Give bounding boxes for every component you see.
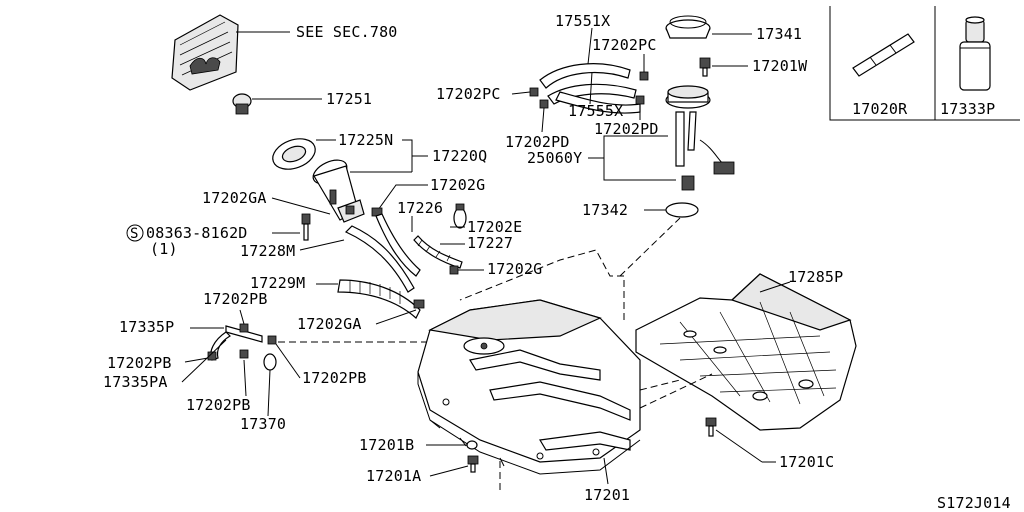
bolt-17201C-icon	[705, 417, 717, 437]
gasket-17342-icon	[665, 202, 699, 218]
filler-neck-icon	[272, 138, 365, 223]
label-17225N: 17225N	[338, 131, 393, 149]
inset-label-17020R: 17020R	[852, 100, 908, 118]
label-17202PD-a: 17202PD	[505, 133, 570, 151]
label-08363-8162D: 08363-8162D	[146, 224, 248, 242]
vapor-hose-17551X-icon	[539, 63, 637, 105]
fuel-tank-17201-icon	[417, 299, 641, 475]
label-08363-qty: (1)	[150, 240, 178, 258]
hose-17229M-icon	[337, 279, 421, 319]
label-17201: 17201	[584, 486, 630, 504]
grommet-17251-icon	[232, 93, 252, 115]
label-17202PC-a: 17202PC	[592, 36, 657, 54]
label-17202G-mid: 17202G	[487, 260, 542, 278]
label-17202GA-top: 17202GA	[202, 189, 267, 207]
label-17202PB-b: 17202PB	[107, 354, 172, 372]
s-mark-icon	[126, 224, 144, 242]
skid-plate-17285P-icon	[635, 273, 857, 431]
label-17202PB-c: 17202PB	[186, 396, 251, 414]
hose-17227-icon	[413, 235, 463, 269]
fuel-pump-25060Y-icon	[665, 85, 735, 191]
clamp-17202E-icon	[453, 203, 467, 229]
cover-plate-icon	[171, 14, 239, 91]
label-17227: 17227	[467, 234, 513, 252]
label-17202PD-b: 17202PD	[594, 120, 659, 138]
bolt-08363-icon	[301, 213, 311, 241]
label-25060Y: 25060Y	[527, 149, 582, 167]
label-17342: 17342	[582, 201, 628, 219]
label-17202PC-b: 17202PC	[436, 85, 501, 103]
label-17555X: 17555X	[568, 102, 623, 120]
label-17229M: 17229M	[250, 274, 305, 292]
label-see-sec: SEE SEC.780	[296, 23, 398, 41]
inset-box: 17020R 17333P	[829, 6, 1020, 121]
label-17202PB-a: 17202PB	[203, 290, 268, 308]
label-17201C: 17201C	[779, 453, 834, 471]
pipe-17020R-icon	[852, 33, 915, 77]
inset-label-17333P: 17333P	[940, 100, 995, 118]
label-17201W: 17201W	[752, 57, 808, 75]
label-17285P: 17285P	[788, 268, 843, 286]
hose-17228M-icon	[344, 213, 421, 293]
label-17201A: 17201A	[366, 467, 421, 485]
label-17202G-top: 17202G	[430, 176, 485, 194]
label-17335P: 17335P	[119, 318, 174, 336]
washer-17201B-icon	[466, 440, 478, 450]
label-17201B: 17201B	[359, 436, 414, 454]
bolt-17201A-icon	[467, 455, 479, 473]
label-17370: 17370	[240, 415, 286, 433]
label-17251: 17251	[326, 90, 372, 108]
label-17202E: 17202E	[467, 218, 522, 236]
label-17551X: 17551X	[555, 12, 610, 30]
hose-17335P-icon	[207, 323, 277, 371]
label-17220Q: 17220Q	[432, 147, 487, 165]
lock-ring-17341-icon	[665, 15, 711, 39]
diagram-code: S172J014	[937, 494, 1011, 512]
label-17202GA-bot: 17202GA	[297, 315, 362, 333]
label-17341: 17341	[756, 25, 802, 43]
filter-17333P-icon	[959, 16, 991, 91]
label-17226: 17226	[397, 199, 443, 217]
label-17202PB-d: 17202PB	[302, 369, 367, 387]
label-17228M: 17228M	[240, 242, 295, 260]
label-17335PA: 17335PA	[103, 373, 168, 391]
s-mark-letter: S	[130, 226, 139, 242]
